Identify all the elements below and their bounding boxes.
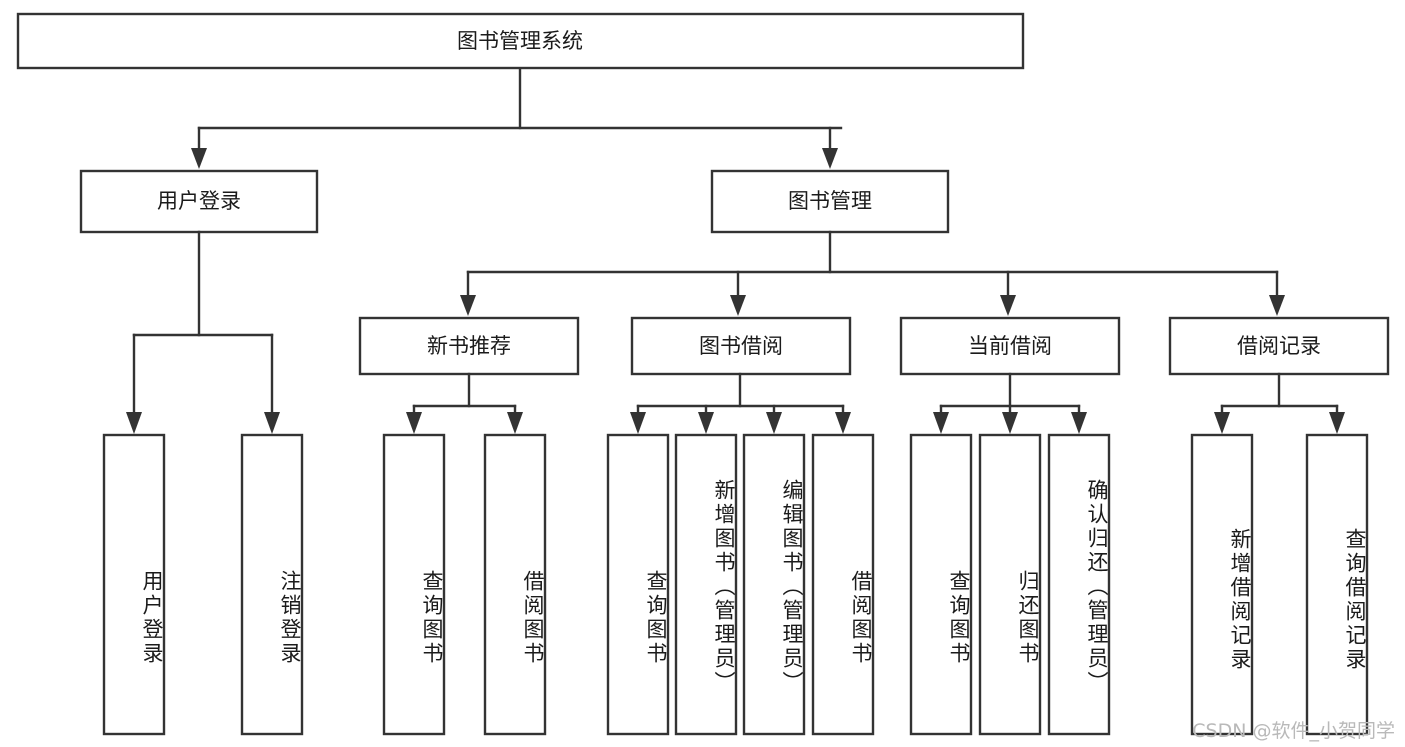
leaf-box-logout[interactable]: [240, 433, 304, 736]
connector-borrowrecord-to-leaves: [1214, 372, 1345, 434]
label-borrow-record: 借阅记录: [1237, 334, 1321, 358]
leaf-box-query-book-2[interactable]: [606, 433, 670, 736]
leaf-box-edit-book[interactable]: [742, 433, 806, 736]
root-label: 图书管理系统: [457, 29, 583, 53]
node-book-management[interactable]: [710, 169, 950, 234]
leaf-box-confirm-return[interactable]: [1047, 433, 1111, 736]
connector-root-to-level2: [191, 66, 843, 169]
label-user-login: 用户登录: [157, 189, 241, 213]
node-root-system[interactable]: [16, 12, 1025, 70]
connector-bookmgmt-to-level3: [460, 230, 1285, 316]
leaf-box-return-book[interactable]: [978, 433, 1042, 736]
label-book-borrow: 图书借阅: [699, 334, 783, 358]
connector-newbook-to-leaves: [406, 372, 523, 434]
watermark-text: CSDN @软件_小贺同学: [1192, 720, 1395, 742]
label-book-management: 图书管理: [788, 189, 872, 213]
node-book-borrow[interactable]: [630, 316, 852, 376]
connector-currentborrow-to-leaves: [933, 372, 1087, 434]
label-current-borrow: 当前借阅: [968, 334, 1052, 358]
leaf-box-add-book[interactable]: [674, 433, 738, 736]
connector-userlogin-to-leaves: [126, 230, 280, 434]
leaf-box-user-login[interactable]: [102, 433, 166, 736]
label-new-book: 新书推荐: [427, 334, 511, 358]
connector-bookborrow-to-leaves: [630, 372, 851, 434]
leaf-box-query-record[interactable]: [1305, 433, 1369, 736]
leaf-box-add-record[interactable]: [1190, 433, 1254, 736]
node-user-login[interactable]: [79, 169, 319, 234]
node-borrow-record[interactable]: [1168, 316, 1390, 376]
leaf-box-borrow-book-2[interactable]: [811, 433, 875, 736]
leaf-box-query-book-3[interactable]: [909, 433, 973, 736]
leaf-box-group: [102, 433, 1369, 736]
leaf-box-query-book-1[interactable]: [382, 433, 446, 736]
leaf-box-borrow-book-1[interactable]: [483, 433, 547, 736]
